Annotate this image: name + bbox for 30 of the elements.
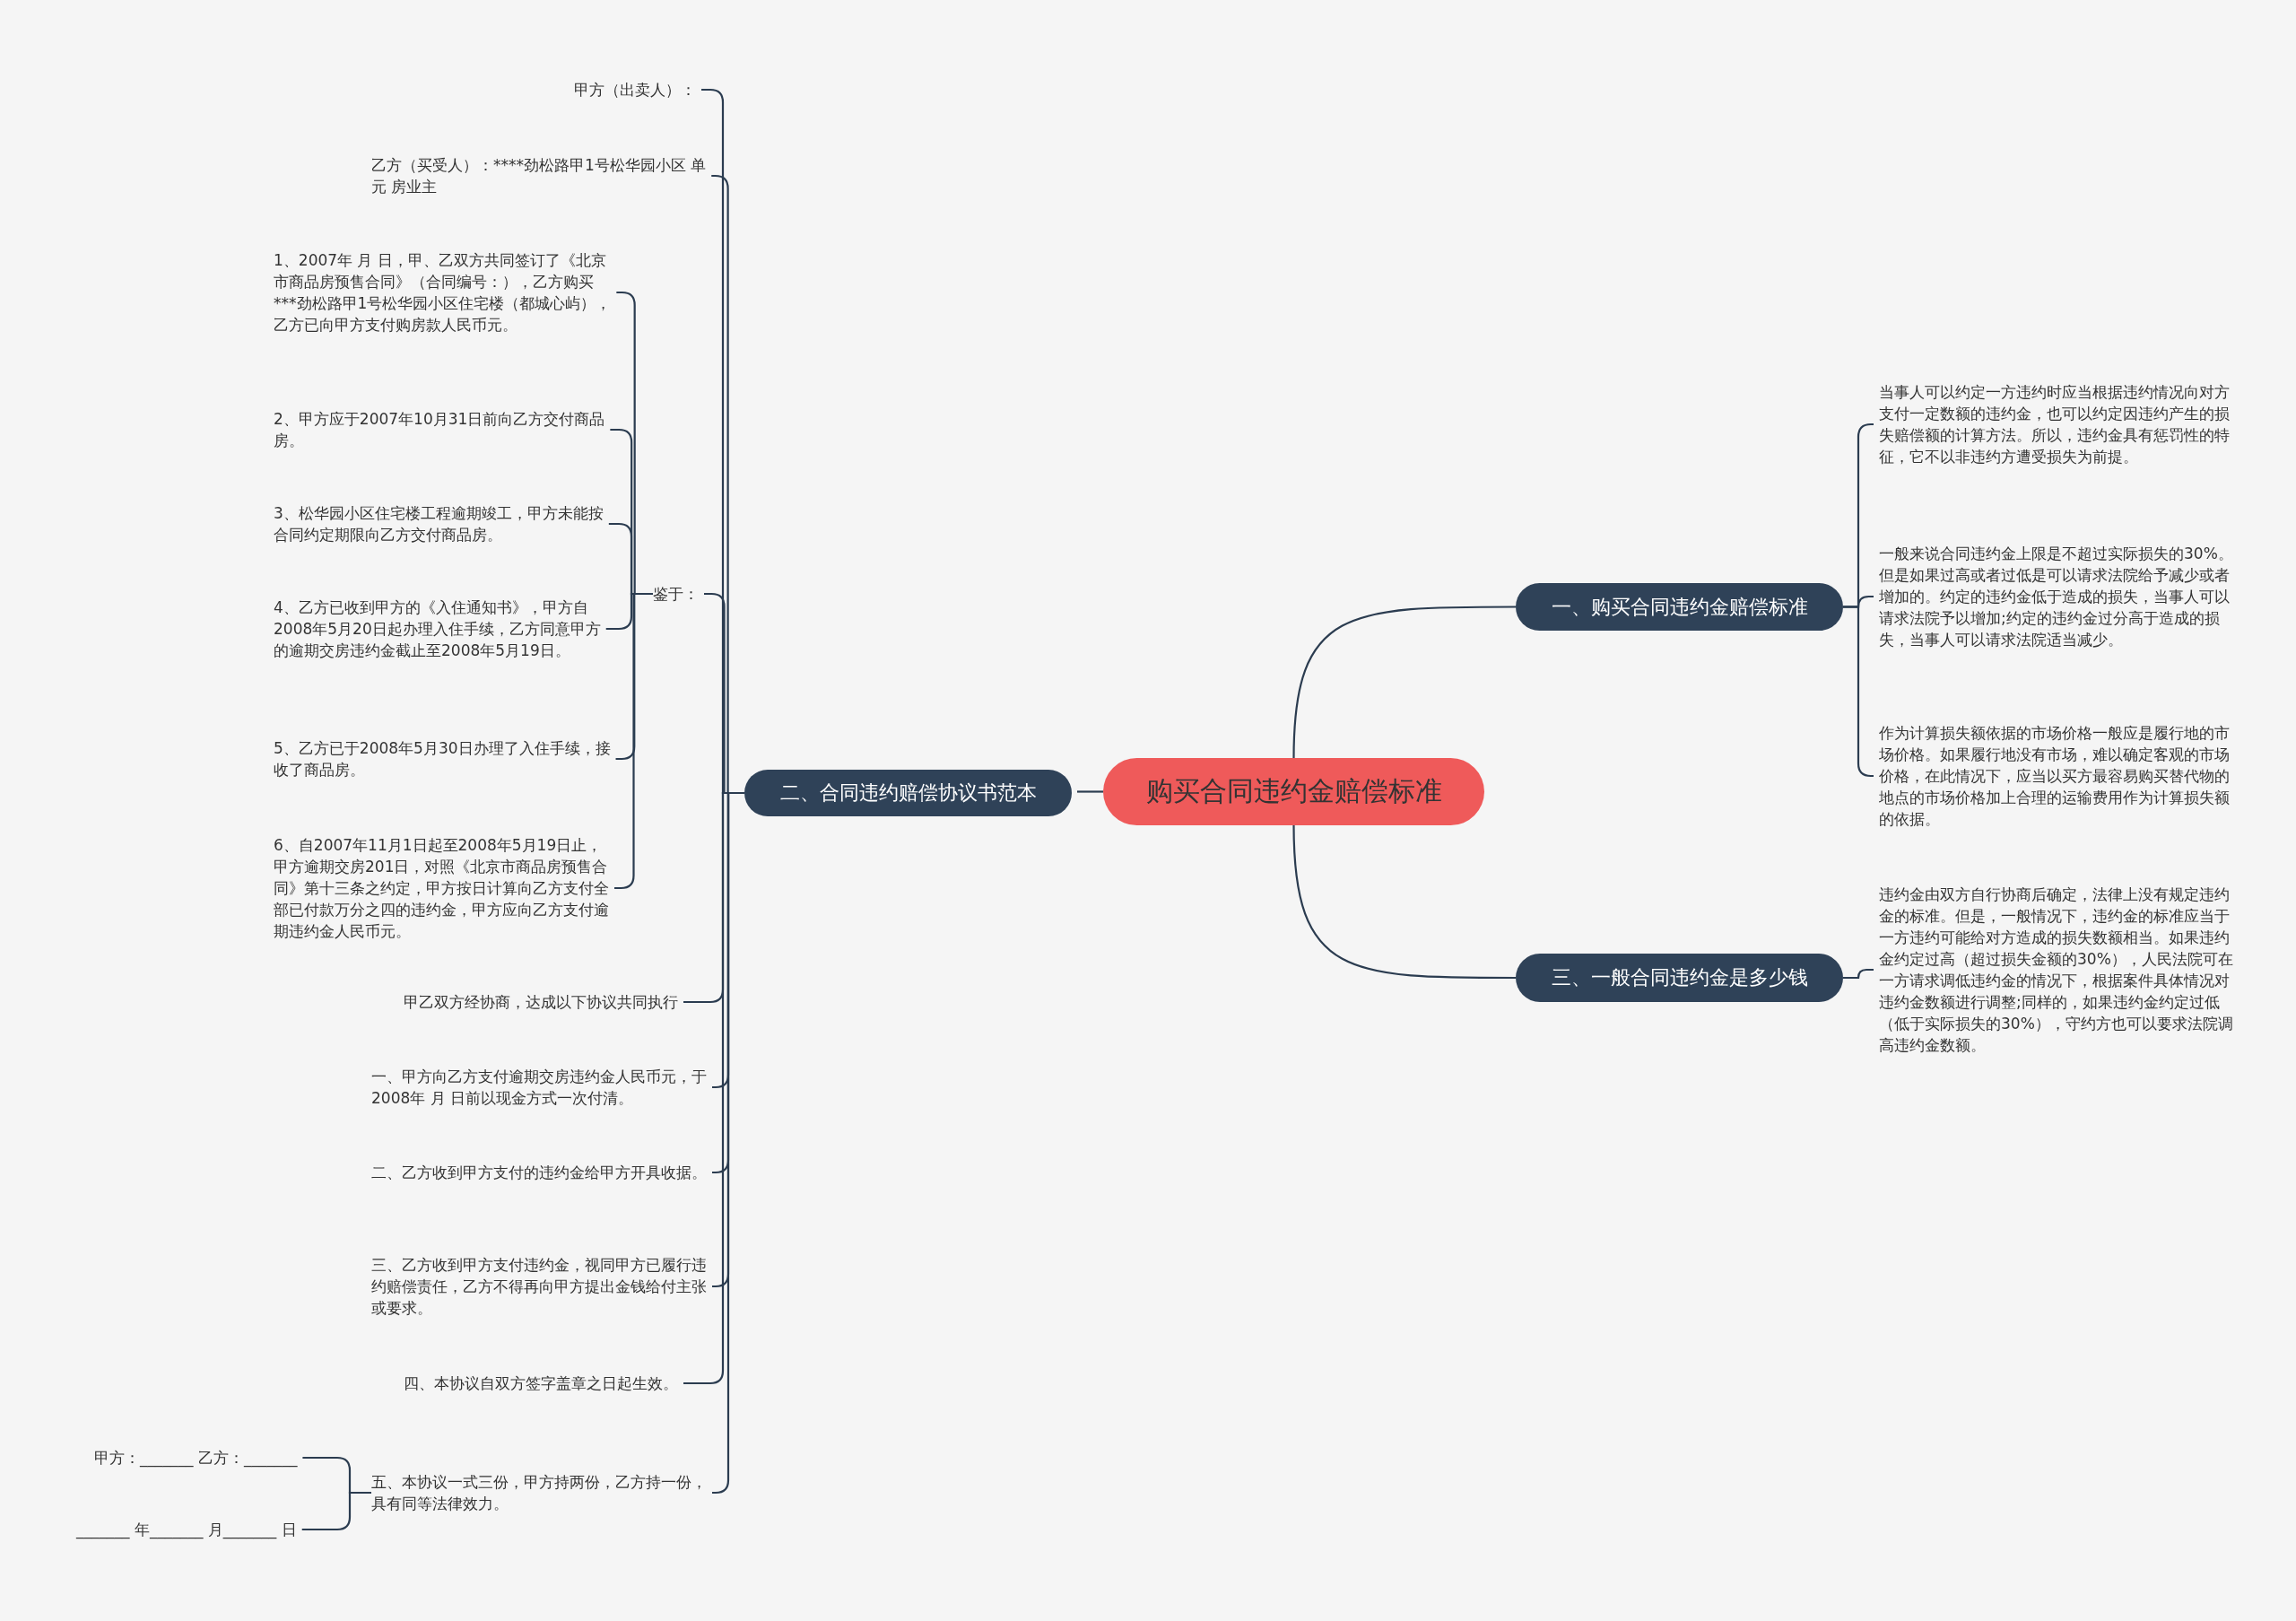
- topic-text: 5、乙方已于2008年5月30日办理了入住手续，接收了商品房。: [274, 737, 614, 780]
- topic-box: 一、购买合同违约金赔偿标准: [1516, 583, 1843, 631]
- topic-text: 2、甲方应于2007年10月31日前向乙方交付商品房。: [274, 408, 614, 451]
- topic-text: 甲乙双方经协商，达成以下协议共同执行: [404, 991, 713, 1013]
- topic-text: 甲方（出卖人）：: [574, 79, 718, 100]
- connector-line: [1077, 790, 1103, 793]
- topic-text: 鉴于：: [653, 583, 707, 605]
- topic-text: _______ 年_______ 月_______ 日: [76, 1519, 329, 1540]
- connector-line: [1843, 968, 1874, 980]
- topic-box: 二、合同违约赔偿协议书范本: [744, 770, 1072, 816]
- central-topic: 购买合同违约金赔偿标准: [1103, 758, 1484, 825]
- topic-text: 4、乙方已收到甲方的《入住通知书》，甲方自2008年5月20日起办理入住手续，乙方同意甲方的逾期交房违约金截止至2008年5月19日。: [274, 597, 614, 661]
- topic-box: 三、一般合同违约金是多少钱: [1516, 954, 1843, 1002]
- topic-text: 五、本协议一式三份，甲方持两份，乙方持一份，具有同等法律效力。: [371, 1471, 708, 1514]
- topic-text: 一般来说合同违约金上限是不超过实际损失的30%。但是如果过高或者过低是可以请求法院给予减少或者增加的。约定的违约金低于造成的损失，当事人可以请求法院予以增加;约定的违约金过分高于造成的损失，当事人可以请求法院适当减少。: [1879, 543, 2233, 650]
- topic-text: 甲方：_______ 乙方：_______: [94, 1447, 329, 1468]
- topic-text: 四、本协议自双方签字盖章之日起生效。: [404, 1373, 713, 1394]
- topic-text: 二、乙方收到甲方支付的违约金给甲方开具收据。: [371, 1162, 708, 1183]
- topic-text: 当事人可以约定一方违约时应当根据违约情况向对方支付一定数额的违约金，也可以约定因违约产生的损失赔偿额的计算方法。所以，违约金具有惩罚性的特征，它不以非违约方遭受损失为前提。: [1879, 381, 2233, 467]
- topic-text: 一、甲方向乙方支付逾期交房违约金人民币元，于2008年 月 日前以现金方式一次付清。: [371, 1066, 708, 1109]
- topic-text: 6、自2007年11月1日起至2008年5月19日止，甲方逾期交房201日，对照《北京市商品房预售合同》第十三条之约定，甲方按日计算向乙方支付全部已付款万分之四的违约金，甲方应向乙方支付逾期违约金人民币元。: [274, 834, 614, 942]
- topic-text: 作为计算损失额依据的市场价格一般应是履行地的市场价格。如果履行地没有市场，难以确定客观的市场价格，在此情况下，应当以买方最容易购买替代物的地点的市场价格加上合理的运输费用作为计算损失额的依据。: [1879, 722, 2233, 830]
- topic-text: 违约金由双方自行协商后确定，法律上没有规定违约金的标准。但是，一般情况下，违约金的标准应当于一方违约可能给对方造成的损失数额相当。如果违约金约定过高（超过损失金额的30%），人民法院可在一方请求调低违约金的情况下，根据案件具体情况对违约金数额进行调整;同样的，如果违约金约定过低（低于实际损失的30%），守约方也可以要求法院调高违约金数额。: [1879, 884, 2233, 1056]
- topic-text: 乙方（买受人）：****劲松路甲1号松华园小区 单元 房业主: [371, 154, 708, 197]
- connector-line: [301, 1491, 371, 1531]
- topic-text: 三、乙方收到甲方支付违约金，视同甲方已履行违约赔偿责任，乙方不得再向甲方提出金钱给付主张或要求。: [371, 1254, 708, 1319]
- connector-line: [1292, 606, 1516, 759]
- topic-text: 3、松华园小区住宅楼工程逾期竣工，甲方未能按合同约定期限向乙方交付商品房。: [274, 502, 614, 545]
- topic-text: 1、2007年 月 日，甲、乙双方共同签订了《北京市商品房预售合同》（合同编号：），乙方购买***劲松路甲1号松华园小区住宅楼（都城心屿），乙方已向甲方支付购房款人民币元。: [274, 249, 614, 336]
- connector-line: [1292, 824, 1516, 980]
